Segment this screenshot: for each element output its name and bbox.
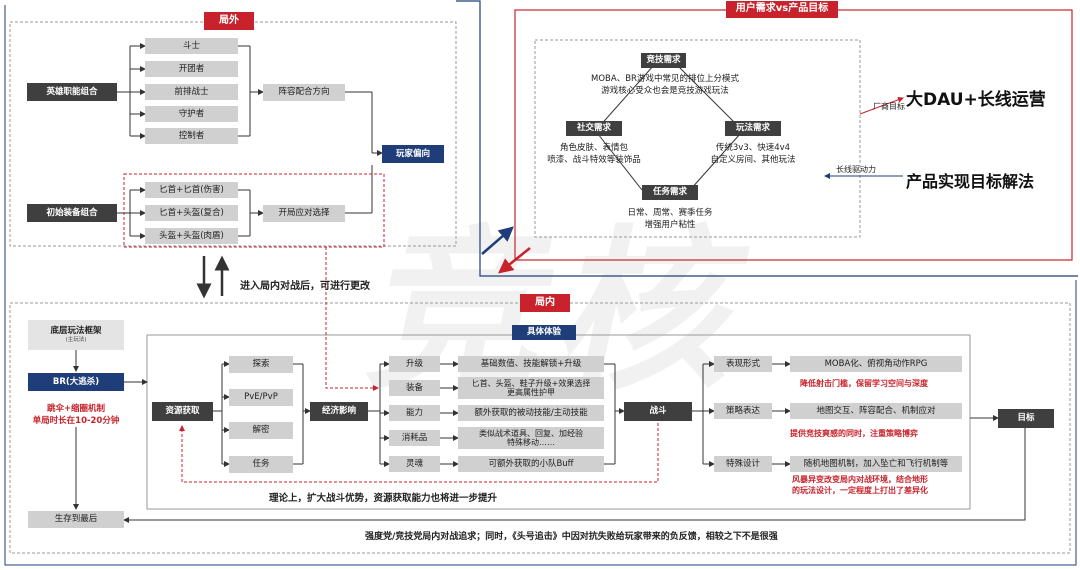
aspect-name-box: 特殊设计 bbox=[714, 456, 772, 472]
economy-box: 经济影响 bbox=[310, 402, 368, 421]
effect-name-box: 装备 bbox=[389, 380, 440, 396]
target-box: 目标 bbox=[998, 409, 1054, 428]
role-box: 前排战士 bbox=[145, 84, 238, 100]
effect-name-box: 升级 bbox=[389, 356, 440, 372]
goal-section-title: 用户需求vs产品目标 bbox=[726, 1, 838, 18]
resource-box: 资源获取 bbox=[152, 402, 213, 421]
aspect-desc-box: 地图交互、阵容配合、机制应对 bbox=[790, 403, 962, 419]
base-framework-sub: (主玩法) bbox=[65, 336, 87, 343]
aspect-desc-box: MOBA化、俯视角动作RPG bbox=[790, 356, 962, 372]
combat-box: 战斗 bbox=[624, 402, 692, 421]
gameplay-desc: 传统3v3、快速4v4 bbox=[715, 143, 791, 153]
social-need-box: 社交需求 bbox=[566, 121, 622, 136]
competitive-desc: 游戏核心受众也会是竞技游戏玩法 bbox=[601, 86, 729, 96]
player-tendency-box: 玩家偏向 bbox=[382, 145, 444, 163]
survive-box: 生存到最后 bbox=[28, 511, 124, 528]
gameplay-desc: 自定义房间、其他玩法 bbox=[710, 155, 796, 165]
effect-desc-box: 匕首、头盔、鞋子升级+效果选择 更高属性护甲 bbox=[458, 377, 604, 399]
role-box: 开团者 bbox=[145, 61, 238, 77]
effect-desc-box: 可额外获取的小队Buff bbox=[458, 456, 604, 472]
long-drive-label: 长线驱动力 bbox=[836, 165, 876, 174]
task-need-box: 任务需求 bbox=[642, 185, 698, 200]
resource-type-box: 探索 bbox=[229, 356, 293, 373]
outer-section-title: 局外 bbox=[204, 12, 254, 30]
task-desc: 日常、周常、赛季任务 bbox=[627, 208, 713, 218]
br-note: 跳伞+缩圈机制 bbox=[46, 404, 106, 414]
vendor-goal: 大DAU+长线运营 bbox=[906, 90, 1046, 110]
task-desc: 增强用户粘性 bbox=[644, 220, 696, 230]
transition-note: 进入局内对战后，可进行更改 bbox=[240, 281, 370, 292]
feedback-note: 理论上，扩大战斗优势，资源获取能力也将进一步提升 bbox=[269, 493, 498, 504]
role-box: 守护者 bbox=[145, 106, 238, 122]
aspect-desc-box: 随机地图机制，加入坠亡和飞行机制等 bbox=[790, 456, 962, 472]
base-framework-label: 底层玩法框架 bbox=[50, 326, 102, 337]
vendor-goal-label: 厂商目标 bbox=[873, 102, 905, 111]
role-box: 斗士 bbox=[145, 38, 238, 54]
effect-name-box: 能力 bbox=[389, 405, 440, 421]
equip-box: 匕首+头盔(复合) bbox=[145, 205, 238, 221]
effect-desc-box: 基础数值、技能解锁+升级 bbox=[458, 356, 604, 372]
effect-desc-box: 类似战术道具、回复、加经验 特殊移动…… bbox=[458, 427, 604, 449]
effect-desc-box: 额外获取的被动技能/主动技能 bbox=[458, 405, 604, 421]
equip-box: 头盔+头盔(肉盾) bbox=[145, 228, 238, 244]
competitive-need-box: 竞技需求 bbox=[641, 53, 686, 68]
effect-name-box: 灵魂 bbox=[389, 456, 440, 472]
aspect-name-box: 策略表达 bbox=[714, 403, 772, 419]
lineup-direction-box: 阵容配合方向 bbox=[263, 84, 345, 101]
br-note: 单局时长在10-20分钟 bbox=[32, 416, 120, 426]
social-desc: 角色皮肤、表情包 bbox=[559, 143, 628, 153]
resource-type-box: PvE/PvP bbox=[229, 389, 293, 406]
aspect-note: 风暴异变改变局内对战环境，结合地形 的玩法设计，一定程度上打出了差异化 bbox=[792, 475, 928, 495]
competitive-desc: MOBA、BR游戏中常见的排位上分模式 bbox=[591, 74, 739, 84]
solution-text: 产品实现目标解法 bbox=[906, 172, 1035, 191]
aspect-note: 提供竞技爽感的同时，注重策略博弈 bbox=[790, 429, 918, 438]
opening-choice-box: 开局应对选择 bbox=[263, 205, 345, 222]
equip-combo-box: 初始装备组合 bbox=[27, 204, 117, 222]
inner-section-title: 局内 bbox=[520, 294, 570, 312]
gameplay-need-box: 玩法需求 bbox=[725, 121, 781, 136]
experience-box: 具体体验 bbox=[512, 325, 576, 340]
effect-name-box: 消耗品 bbox=[389, 430, 440, 446]
resource-type-box: 任务 bbox=[229, 456, 293, 473]
br-box: BR(大逃杀) bbox=[28, 373, 124, 391]
bottom-note: 强度党/竞技党局内对战追求；同时，《头号追击》中因对抗失败给玩家带来的负反馈，相… bbox=[365, 532, 778, 542]
equip-box: 匕首+匕首(伤害) bbox=[145, 182, 238, 198]
social-desc: 喷漆、战斗特效等装饰品 bbox=[547, 155, 641, 165]
aspect-name-box: 表现形式 bbox=[714, 356, 772, 372]
resource-type-box: 解密 bbox=[229, 422, 293, 439]
base-framework-box: 底层玩法框架 (主玩法) bbox=[28, 320, 124, 350]
role-box: 控制者 bbox=[145, 128, 238, 144]
hero-combo-box: 英雄职能组合 bbox=[27, 83, 117, 101]
aspect-note: 降低射击门槛，保留学习空间与深度 bbox=[800, 379, 928, 388]
